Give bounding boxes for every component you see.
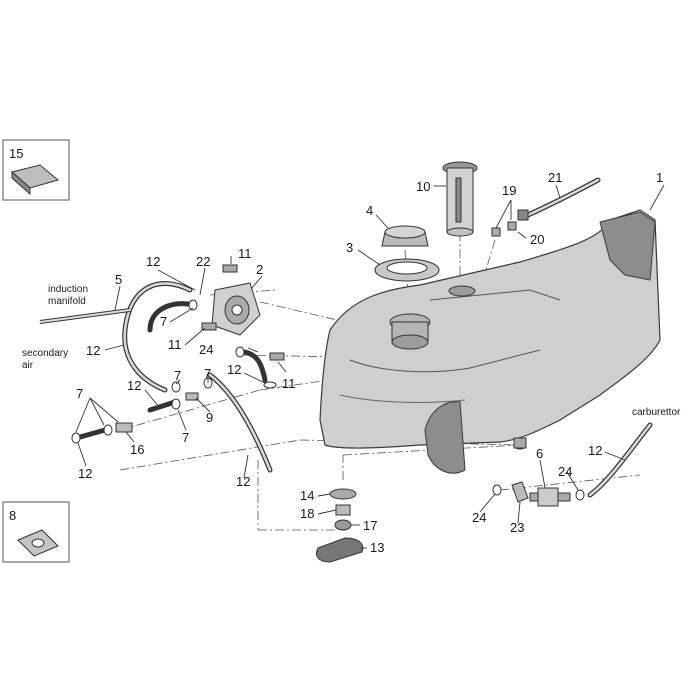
fittings-19-20 xyxy=(491,209,529,237)
tank-cap xyxy=(381,225,429,247)
clip-23 xyxy=(511,481,529,503)
callout-11b: 11 xyxy=(168,337,182,352)
clamps-24 xyxy=(235,346,585,501)
induction-manifold-label-line2: manifold xyxy=(48,296,86,307)
callout-20: 20 xyxy=(530,232,544,247)
callout-12d: 12 xyxy=(127,378,141,393)
filler-ring xyxy=(374,258,440,282)
callout-18: 18 xyxy=(300,506,314,521)
callout-12e: 12 xyxy=(78,466,92,481)
hose-21 xyxy=(525,177,601,218)
callout-8: 8 xyxy=(9,508,16,523)
callout-5: 5 xyxy=(115,272,122,287)
callout-19: 19 xyxy=(502,183,516,198)
callout-12g: 12 xyxy=(588,443,602,458)
callout-numbers: 1 2 3 4 5 6 7 7 7 7 7 8 9 10 11 11 11 12… xyxy=(9,146,663,555)
callout-16: 16 xyxy=(130,442,144,457)
secondary-air-label-line1: secondary xyxy=(22,348,68,359)
callout-11a: 11 xyxy=(238,246,252,261)
callout-14: 14 xyxy=(300,488,314,503)
callout-4: 4 xyxy=(366,203,373,218)
callout-11c: 11 xyxy=(282,376,296,391)
callout-7a: 7 xyxy=(160,314,167,329)
callout-10: 10 xyxy=(416,179,430,194)
fitting-9 xyxy=(185,392,199,401)
fitting-16 xyxy=(115,422,133,433)
callout-9: 9 xyxy=(206,410,213,425)
callout-24b: 24 xyxy=(472,510,486,525)
secondary-air-label-line2: air xyxy=(22,360,34,371)
callout-24c: 24 xyxy=(558,464,572,479)
callout-13: 13 xyxy=(370,540,384,555)
callout-21: 21 xyxy=(548,170,562,185)
callout-23: 23 xyxy=(510,520,524,535)
fuel-level-sender xyxy=(442,161,478,237)
callout-24a: 24 xyxy=(199,342,213,357)
hoses-left xyxy=(77,281,653,498)
fuel-tank xyxy=(319,209,661,474)
carburettor-label: carburettor xyxy=(632,407,681,418)
inset-box-15 xyxy=(2,139,70,201)
callout-2: 2 xyxy=(256,262,263,277)
inset-box-8 xyxy=(2,501,70,563)
callout-12b: 12 xyxy=(86,343,100,358)
clamps-7 xyxy=(71,299,213,444)
leader-lines xyxy=(75,184,665,549)
fuel-tap xyxy=(316,488,364,563)
text-labels: induction manifold secondary air carbure… xyxy=(22,284,681,418)
callout-6: 6 xyxy=(536,446,543,461)
callout-12a: 12 xyxy=(146,254,160,269)
callout-7d: 7 xyxy=(182,430,189,445)
callout-17: 17 xyxy=(363,518,377,533)
callout-1: 1 xyxy=(656,170,663,185)
callout-22: 22 xyxy=(196,254,210,269)
callout-7c: 7 xyxy=(174,368,181,383)
screws-11 xyxy=(201,264,285,361)
callout-7e: 7 xyxy=(204,366,211,381)
callout-7b: 7 xyxy=(76,386,83,401)
air-valve xyxy=(211,282,261,336)
fuel-filter-6 xyxy=(529,487,571,507)
callout-15: 15 xyxy=(9,146,23,161)
callout-12f: 12 xyxy=(236,474,250,489)
callout-3: 3 xyxy=(346,240,353,255)
induction-manifold-label-line1: induction xyxy=(48,284,88,295)
callout-12c: 12 xyxy=(227,362,241,377)
manifold-tube-5 xyxy=(39,308,131,324)
